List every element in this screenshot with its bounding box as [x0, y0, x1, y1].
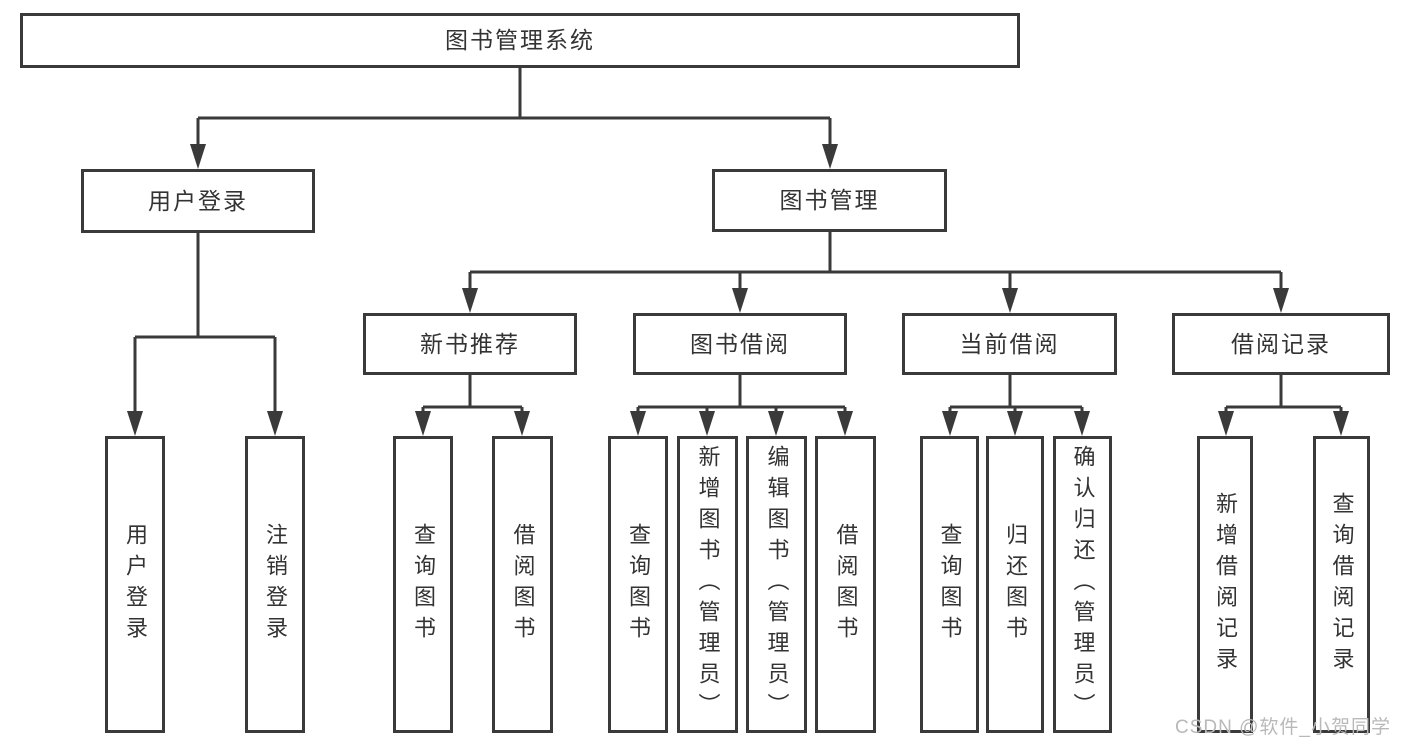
node-leaf-query-books-recommend: 查询图书	[393, 436, 453, 733]
leaf-label: 查询图书	[937, 522, 963, 647]
node-borrowing-records: 借阅记录	[1172, 313, 1390, 375]
leaf-label: 借阅图书	[833, 522, 859, 647]
leaf-label: 注销登录	[263, 522, 288, 647]
leaf-label: 归还图书	[1003, 522, 1028, 647]
leaf-label: 查询图书	[626, 522, 651, 647]
node-leaf-query-books-borrowing: 查询图书	[608, 436, 668, 733]
leaf-label: 用户登录	[123, 522, 148, 647]
node-leaf-edit-books-admin: 编辑图书（管理员）	[746, 436, 807, 733]
leaf-label: 新增借阅记录	[1213, 491, 1238, 678]
leaf-label: 查询图书	[411, 522, 436, 647]
node-leaf-query-borrow-record: 查询借阅记录	[1313, 436, 1370, 733]
leaf-label: 确认归还（管理员）	[1070, 445, 1096, 724]
node-leaf-return-books: 归还图书	[986, 436, 1044, 733]
node-leaf-add-borrow-record: 新增借阅记录	[1197, 436, 1253, 733]
node-leaf-logout: 注销登录	[245, 436, 305, 733]
node-leaf-borrow-books-borrowing: 借阅图书	[815, 436, 876, 733]
node-current-borrowing: 当前借阅	[902, 313, 1117, 375]
node-leaf-borrow-books-recommend: 借阅图书	[492, 436, 553, 733]
node-book-borrowing: 图书借阅	[633, 313, 847, 375]
leaf-label: 查询借阅记录	[1329, 491, 1355, 678]
node-leaf-confirm-return-admin: 确认归还（管理员）	[1053, 436, 1112, 733]
watermark: CSDN @软件_小贺同学	[1175, 717, 1391, 738]
leaf-label: 新增图书（管理员）	[695, 445, 721, 724]
node-leaf-user-login: 用户登录	[105, 436, 165, 733]
leaf-label: 借阅图书	[510, 522, 536, 647]
node-book-management: 图书管理	[712, 169, 947, 232]
leaf-label: 编辑图书（管理员）	[764, 445, 790, 724]
node-leaf-add-books-admin: 新增图书（管理员）	[677, 436, 738, 733]
node-user-login: 用户登录	[81, 169, 315, 233]
node-new-book-recommendation: 新书推荐	[363, 313, 577, 375]
node-library-management-system: 图书管理系统	[20, 13, 1020, 68]
node-leaf-query-books-current: 查询图书	[920, 436, 979, 733]
